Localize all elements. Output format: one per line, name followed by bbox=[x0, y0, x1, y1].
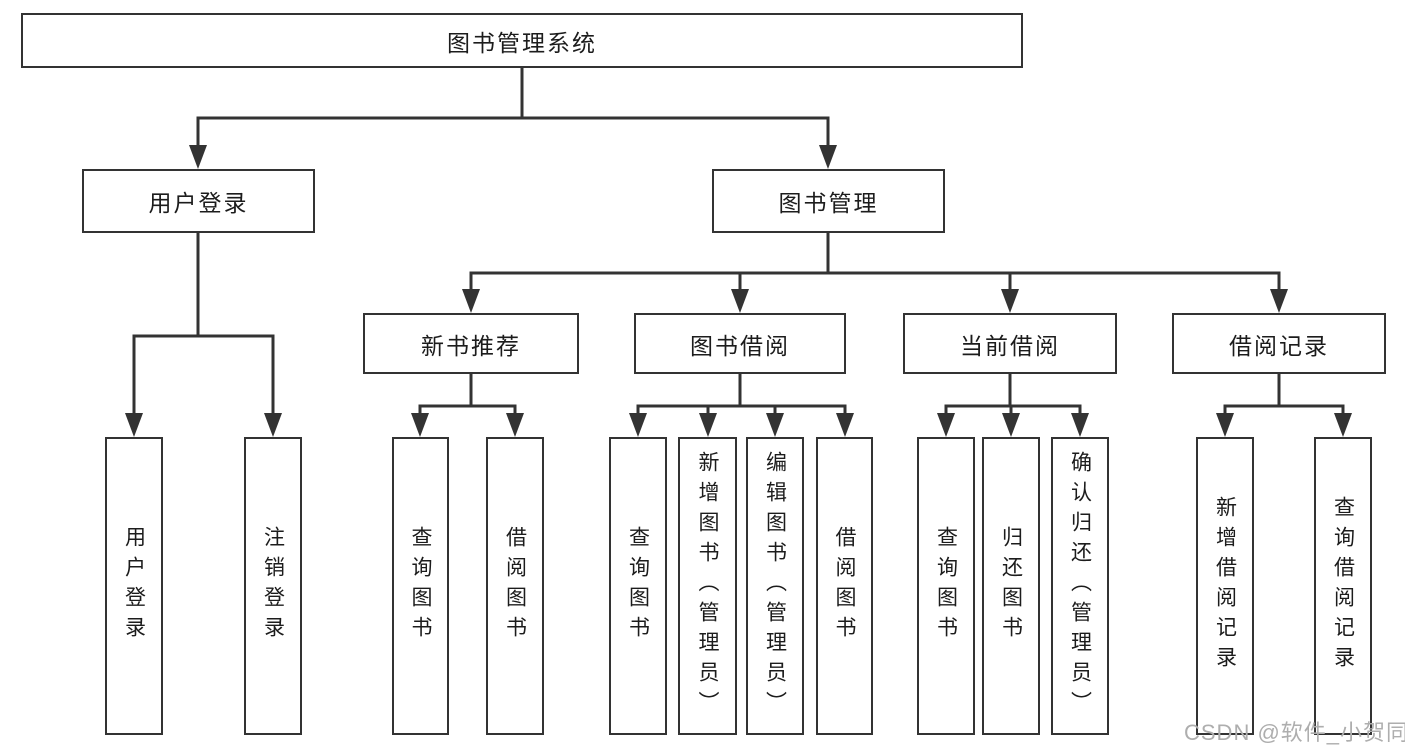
node-user-login: 用户登录 bbox=[82, 169, 315, 233]
leaf-label: 借阅图书 bbox=[503, 526, 527, 646]
leaf-current-return-books: 归还图书 bbox=[982, 437, 1040, 735]
leaf-label: 新增借阅记录 bbox=[1213, 496, 1237, 676]
leaf-borrow-query-books: 查询图书 bbox=[609, 437, 667, 735]
node-label: 借阅记录 bbox=[1229, 332, 1329, 359]
leaf-label: 用户登录 bbox=[122, 526, 146, 646]
leaf-label: 查询图书 bbox=[626, 526, 650, 646]
node-label: 图书借阅 bbox=[690, 332, 790, 359]
leaf-user-login: 用户登录 bbox=[105, 437, 163, 735]
node-label: 新书推荐 bbox=[421, 332, 521, 359]
connector-current-borrow-children bbox=[937, 374, 1089, 437]
leaf-label: 查询借阅记录 bbox=[1331, 496, 1355, 676]
connector-book-management-children bbox=[462, 233, 1288, 313]
csdn-watermark: CSDN @软件_小贺同学 bbox=[1184, 720, 1405, 745]
connector-new-book-children bbox=[411, 374, 524, 437]
leaf-newbook-borrow-books: 借阅图书 bbox=[486, 437, 544, 735]
leaf-borrow-add-books-admin: 新增图书（管理员） bbox=[678, 437, 737, 735]
leaf-label: 查询图书 bbox=[934, 526, 958, 646]
leaf-newbook-query-books: 查询图书 bbox=[392, 437, 449, 735]
node-borrow-record: 借阅记录 bbox=[1172, 313, 1386, 374]
node-label: 图书管理系统 bbox=[447, 29, 597, 56]
node-new-book-recommend: 新书推荐 bbox=[363, 313, 579, 374]
leaf-label: 查询图书 bbox=[409, 526, 432, 646]
leaf-label: 借阅图书 bbox=[833, 526, 856, 646]
leaf-current-query-books: 查询图书 bbox=[917, 437, 975, 735]
node-label: 当前借阅 bbox=[960, 332, 1060, 359]
leaf-current-confirm-return-admin: 确认归还（管理员） bbox=[1051, 437, 1109, 735]
connector-borrow-record-children bbox=[1216, 374, 1352, 437]
connector-user-login-children bbox=[125, 233, 282, 437]
node-book-borrow: 图书借阅 bbox=[634, 313, 846, 374]
leaf-logout: 注销登录 bbox=[244, 437, 302, 735]
connector-book-borrow-children bbox=[629, 374, 854, 437]
connector-root-to-level2 bbox=[189, 68, 837, 169]
leaf-record-add-borrow-record: 新增借阅记录 bbox=[1196, 437, 1254, 735]
leaf-borrow-edit-books-admin: 编辑图书（管理员） bbox=[746, 437, 804, 735]
node-current-borrow: 当前借阅 bbox=[903, 313, 1117, 374]
node-root-library-system: 图书管理系统 bbox=[21, 13, 1023, 68]
node-label: 图书管理 bbox=[778, 190, 879, 216]
node-label: 用户登录 bbox=[148, 190, 249, 216]
leaf-label: 编辑图书（管理员） bbox=[763, 451, 787, 721]
leaf-label: 归还图书 bbox=[999, 526, 1023, 646]
leaf-record-query-borrow-record: 查询借阅记录 bbox=[1314, 437, 1372, 735]
leaf-label: 确认归还（管理员） bbox=[1068, 451, 1092, 721]
leaf-label: 注销登录 bbox=[261, 526, 285, 646]
leaf-label: 新增图书（管理员） bbox=[696, 451, 719, 721]
leaf-borrow-borrow-books: 借阅图书 bbox=[816, 437, 873, 735]
node-book-management: 图书管理 bbox=[712, 169, 945, 233]
